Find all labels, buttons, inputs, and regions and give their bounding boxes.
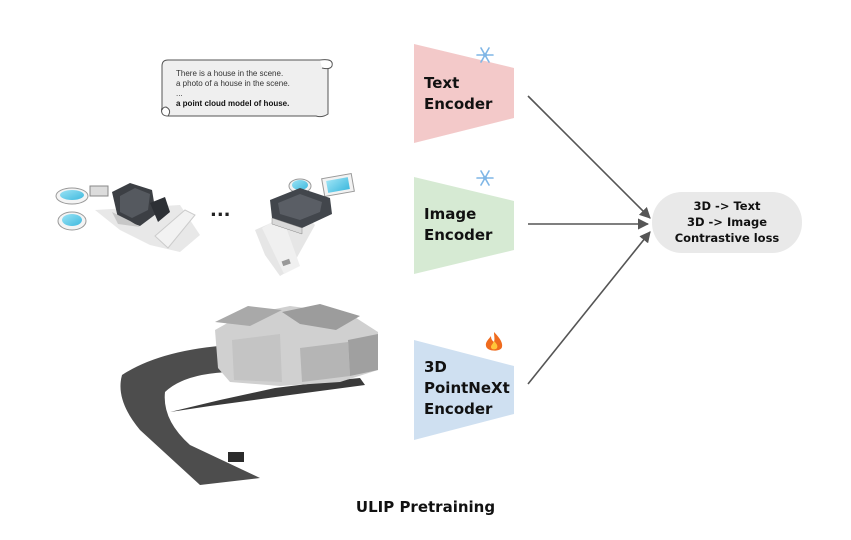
diagram-caption: ULIP Pretraining — [355, 498, 496, 516]
contrastive-loss-box — [652, 192, 802, 253]
fire-icon — [485, 332, 503, 351]
arrow-text-to-loss — [527, 95, 651, 219]
text-prompt-line: ... — [176, 89, 183, 98]
snowflake-icon — [476, 47, 494, 63]
image-encoder-label-line: Encoder — [424, 226, 493, 244]
text-prompt-scroll — [161, 59, 333, 118]
contrastive-loss-text: 3D -> Text 3D -> Image Contrastive loss — [653, 198, 801, 246]
arrows — [527, 95, 651, 385]
arrow-3d-to-loss — [527, 231, 651, 385]
image-sequence-ellipsis: ... — [210, 200, 231, 221]
text-encoder-block — [414, 44, 514, 143]
house-render-image-2 — [255, 172, 355, 276]
text-encoder-label-line: Text — [424, 74, 460, 92]
text-encoder-label-line: Encoder — [424, 95, 493, 113]
pointcloud-encoder-label-line: 3D — [424, 358, 447, 376]
text-prompt-line: There is a house in the scene. — [176, 69, 284, 78]
result-line: 3D -> Image — [686, 215, 768, 229]
image-encoder-label: Image Encoder — [424, 204, 492, 246]
pointcloud-encoder-label-line: Encoder — [424, 400, 493, 418]
text-prompt-line-highlighted: a point cloud model of house. — [176, 99, 290, 108]
text-encoder-label: Text Encoder — [424, 73, 492, 115]
image-encoder-block — [414, 177, 514, 274]
result-line: 3D -> Text — [693, 199, 761, 213]
pointcloud-encoder-block — [414, 340, 514, 440]
pointcloud-encoder-label-line: PointNeXt — [424, 379, 510, 397]
house-render-image-1 — [55, 183, 200, 252]
text-prompt-list: There is a house in the scene. a photo o… — [176, 69, 324, 109]
pointcloud-encoder-label: 3D PointNeXt Encoder — [424, 357, 510, 420]
image-encoder-label-line: Image — [424, 205, 477, 223]
snowflake-icon — [476, 170, 494, 186]
point-cloud-render — [120, 304, 378, 485]
result-line: Contrastive loss — [674, 231, 780, 245]
text-prompt-line: a photo of a house in the scene. — [176, 79, 290, 88]
